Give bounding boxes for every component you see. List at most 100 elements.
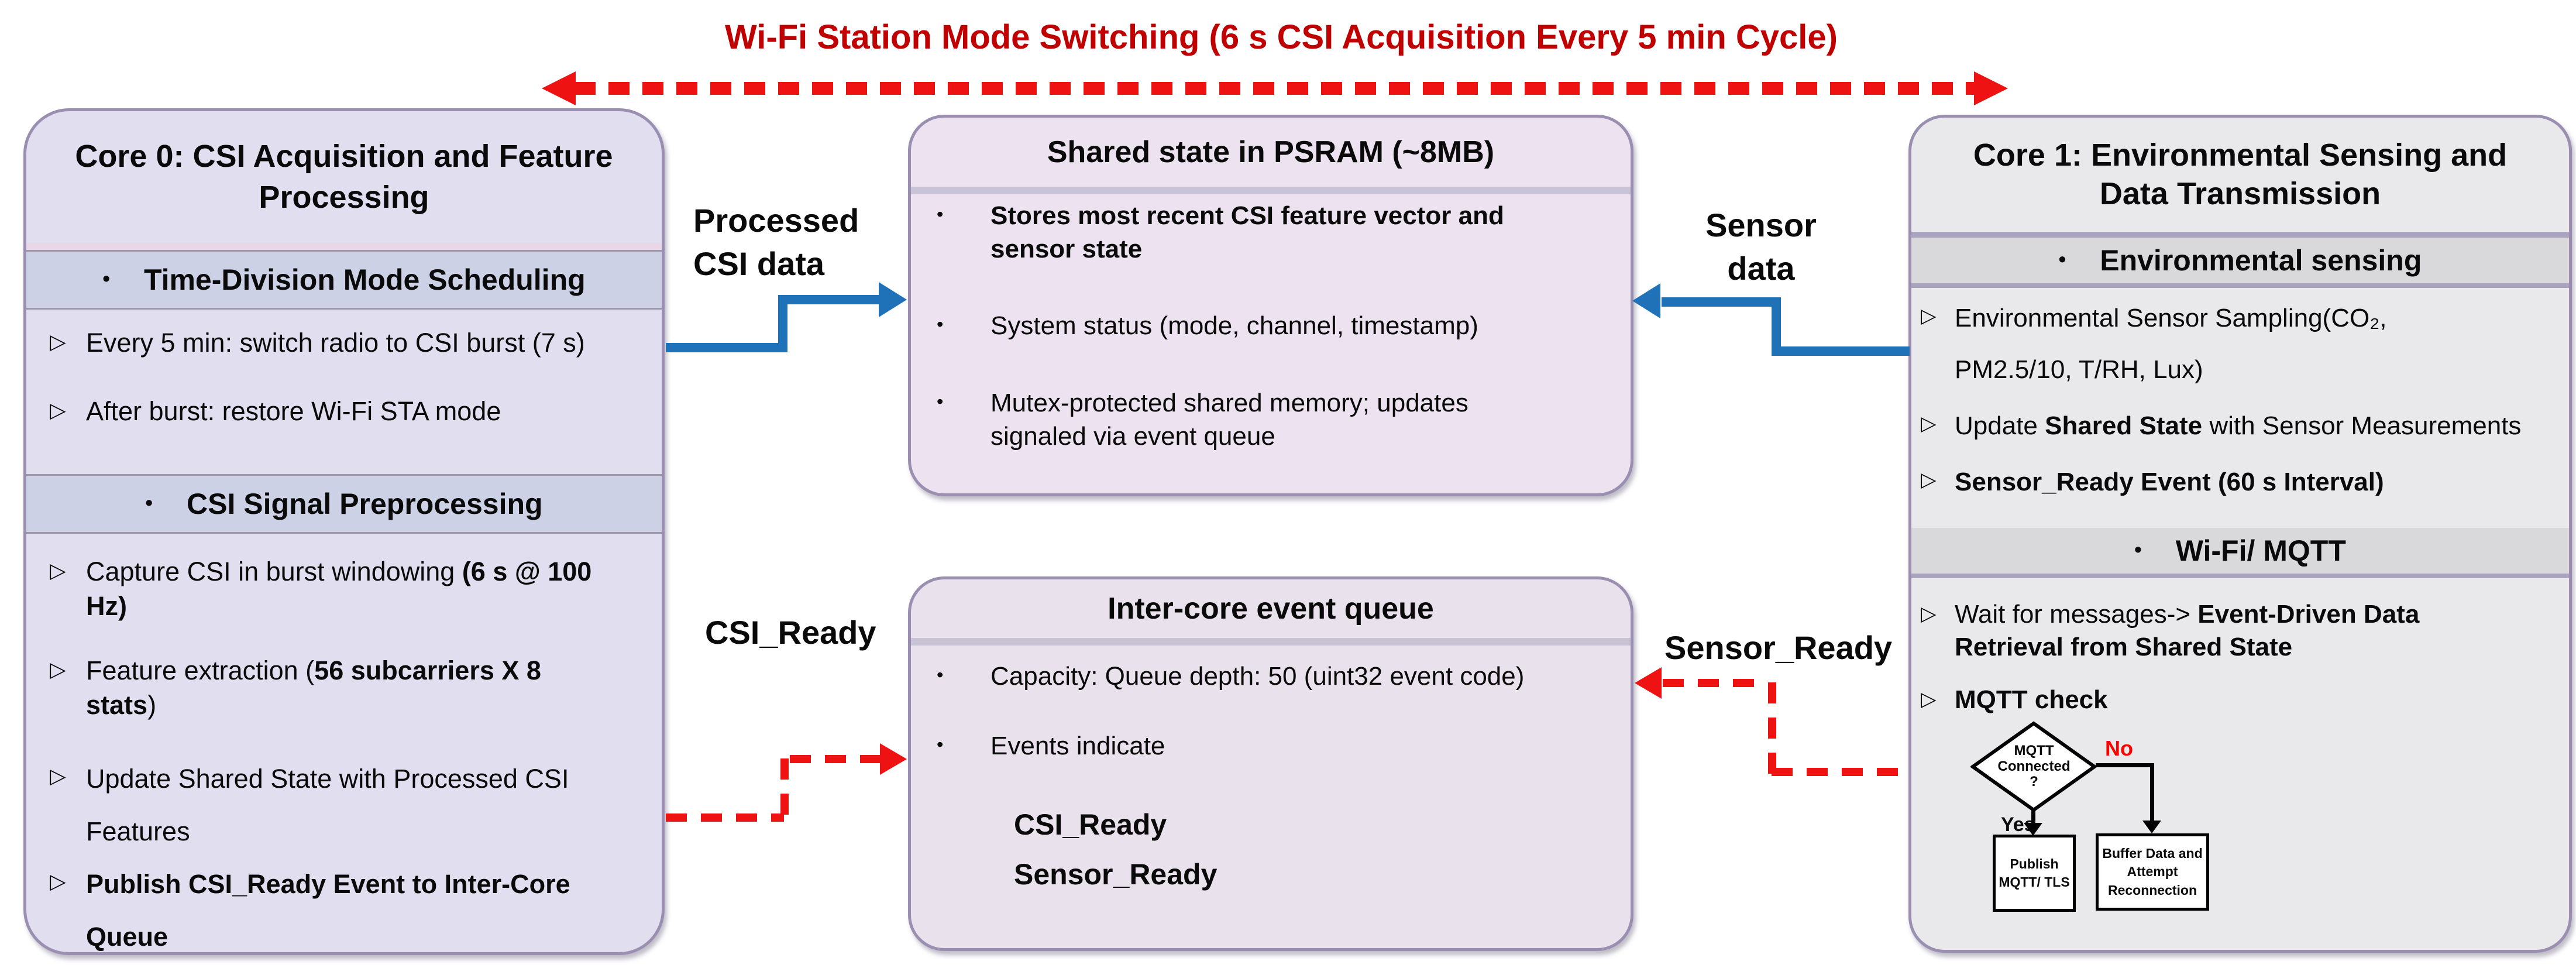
bullet-icon: • — [937, 204, 944, 225]
list-item-text: Every 5 min: switch radio to CSI burst (… — [86, 328, 585, 358]
yes-branch-line — [2031, 810, 2035, 826]
list-item: ▷Every 5 min: switch radio to CSI burst … — [50, 326, 656, 361]
arrow-bullet-icon: ▷ — [1921, 305, 1937, 327]
list-item-text: Events indicate — [990, 732, 1165, 761]
section-label: Time-Division Mode Scheduling — [143, 263, 586, 296]
processed-csi-arrow-segment — [787, 295, 881, 304]
arrow-bullet-icon: ▷ — [50, 764, 66, 788]
core1-sensing-list: ▷ Environmental Sensor Sampling(CO₂,PM2.5… — [1911, 288, 2569, 528]
list-item-text: Capture CSI in burst windowing (6 s @ 10… — [86, 557, 592, 621]
list-item: • System status (mode, channel, timestamp… — [937, 309, 1621, 342]
section-label: Wi-Fi/ MQTT — [2175, 534, 2346, 567]
divider — [911, 187, 1631, 194]
list-item-text: System status (mode, channel, timestamp) — [990, 311, 1478, 341]
arrow-bullet-icon: ▷ — [1921, 469, 1937, 491]
list-item: • Events indicate — [937, 729, 1621, 763]
list-item: • Capacity: Queue depth: 50 (uint32 event… — [937, 660, 1621, 693]
sensor-data-arrowhead-icon — [1632, 283, 1660, 318]
no-branch-arrowhead-icon — [2142, 821, 2161, 833]
no-branch-line — [2096, 763, 2154, 767]
divider — [911, 638, 1631, 646]
section-label: Environmental sensing — [2100, 244, 2422, 277]
list-item: ▷ After burst: restore Wi-Fi STA mode — [50, 394, 656, 429]
sensor-ready-arrow-segment — [1768, 682, 1776, 774]
list-item-text: MQTT check — [1955, 685, 2108, 714]
core0-section-time-division: • Time-Division Mode Scheduling — [26, 250, 662, 310]
list-item-text: Capacity: Queue depth: 50 (uint32 event … — [990, 662, 1525, 691]
yes-branch-arrowhead-icon — [2024, 823, 2042, 836]
core1-box: Core 1: Environmental Sensing and Data T… — [1908, 115, 2572, 953]
processed-csi-data-label: Processed CSI data — [693, 202, 859, 282]
list-item-text: Stores most recent CSI feature vector an… — [990, 201, 1504, 264]
bullet-icon: • — [937, 664, 944, 685]
list-item: ▷Capture CSI in burst windowing (6 s @ 1… — [50, 555, 656, 623]
arrow-bullet-icon: ▷ — [50, 397, 66, 422]
queue-event-csi-ready: CSI_Ready — [1014, 808, 1167, 842]
psram-shared-state-box: Shared state in PSRAM (~8MB) • Stores mos… — [908, 115, 1633, 496]
right-arrowhead-icon — [1974, 71, 2008, 105]
bullet-icon: • — [937, 734, 944, 756]
list-item-text: After burst: restore Wi-Fi STA mode — [86, 396, 501, 426]
bullet-icon: • — [937, 314, 944, 335]
sensor-ready-arrow-segment — [1663, 679, 1768, 687]
section-label: CSI Signal Preprocessing — [187, 488, 543, 520]
csi-ready-arrow-segment — [780, 758, 789, 819]
core0-box: Core 0: CSI Acquisition and Feature Proc… — [23, 108, 665, 955]
processed-csi-arrow-segment — [666, 343, 783, 352]
list-item: ▷ Sensor_Ready Event (60 s Interval) — [1921, 456, 2565, 508]
psram-list: • Stores most recent CSI feature vector a… — [911, 194, 1631, 453]
csi-ready-arrow-segment — [666, 813, 784, 822]
divider — [26, 243, 662, 250]
sensor-ready-arrowhead-icon — [1635, 667, 1662, 699]
publish-mqtt-tls-box: Publish MQTT/ TLS — [1993, 835, 2076, 912]
bullet-icon: • — [937, 390, 944, 412]
sensor-data-arrow-segment — [1772, 297, 1781, 356]
sensor-data-arrow-segment — [1662, 297, 1772, 307]
sensor-ready-arrow-segment — [1772, 768, 1910, 776]
list-item: ▷ Environmental Sensor Sampling(CO₂,PM2.5… — [1921, 293, 2565, 396]
core0-preprocessing-list: ▷ Capture CSI in burst windowing (6 s @ 1… — [26, 534, 662, 952]
list-item-text: Sensor_Ready Event (60 s Interval) — [1955, 468, 2384, 496]
queue-event-sensor-ready: Sensor_Ready — [1014, 858, 1218, 891]
csi-ready-arrow-segment — [790, 755, 880, 763]
list-item-text: Update Shared State with Sensor Measurem… — [1955, 411, 2522, 440]
core1-section-environmental-sensing: • Environmental sensing — [1911, 238, 2569, 288]
sensor-ready-label: Sensor_Ready — [1664, 629, 1893, 666]
divider — [1911, 232, 2569, 238]
bullet-icon: • — [102, 266, 110, 290]
no-branch-line — [2150, 763, 2154, 823]
buffer-data-reconnect-box: Buffer Data and Attempt Reconnection — [2096, 833, 2209, 911]
arrow-bullet-icon: ▷ — [50, 657, 66, 681]
csi-ready-arrowhead-icon — [880, 743, 907, 775]
psram-title: Shared state in PSRAM (~8MB) — [1047, 135, 1495, 169]
queue-title: Inter-core event queue — [1108, 592, 1434, 626]
mqtt-decision-text: MQTT Connected ? — [1997, 742, 2071, 790]
sensor-data-label: Sensor data — [1705, 207, 1817, 287]
sensor-data-arrow-segment — [1772, 346, 1910, 356]
list-item: • Stores most recent CSI feature vector a… — [937, 199, 1621, 266]
banner-title: Wi-Fi Station Mode Switching (6 s CSI Ac… — [725, 18, 1838, 56]
core1-title: Core 1: Environmental Sensing and Data T… — [1973, 137, 2508, 211]
bullet-icon: • — [2058, 247, 2066, 271]
arrow-bullet-icon: ▷ — [1921, 603, 1937, 625]
queue-list: • Capacity: Queue depth: 50 (uint32 event… — [911, 646, 1631, 763]
core0-title: Core 0: CSI Acquisition and Feature Proc… — [75, 139, 613, 215]
list-item-text: Environmental Sensor Sampling(CO₂,PM2.5/… — [1955, 304, 2387, 384]
core0-scheduling-list: ▷ Every 5 min: switch radio to CSI burst … — [26, 310, 662, 474]
core0-section-csi-preprocessing: • CSI Signal Preprocessing — [26, 474, 662, 534]
processed-csi-arrow-segment — [778, 295, 787, 352]
arrow-bullet-icon: ▷ — [50, 869, 66, 893]
bullet-icon: • — [145, 490, 153, 514]
left-arrowhead-icon — [542, 71, 576, 105]
bullet-icon: • — [2134, 537, 2142, 561]
